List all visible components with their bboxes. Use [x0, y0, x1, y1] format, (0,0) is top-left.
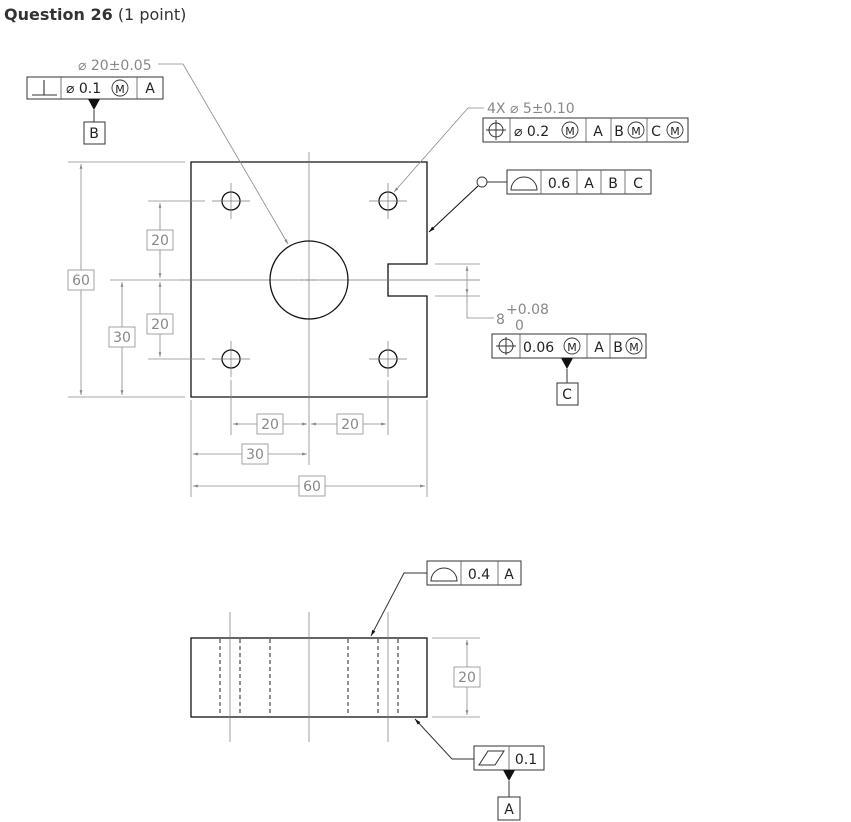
svg-text:M: M: [629, 341, 639, 354]
slot-width-upper-tol: +0.08: [506, 302, 549, 318]
perpendicularity-icon: [32, 80, 57, 96]
plate-outline: [190, 161, 428, 398]
dim-hole-right-20: 20: [341, 417, 359, 433]
profile-tolerance: 0.6: [548, 176, 570, 192]
profile-frame-top: 0.6 A B C: [428, 169, 652, 233]
center-hole: [269, 240, 349, 320]
top-view: 60 30 20 20 20 20 30 60: [26, 58, 689, 497]
question-title: Question 26 (1 point): [4, 5, 186, 24]
dim-center-height-30: 30: [113, 330, 131, 346]
slot-position-tolerance: 0.06: [523, 340, 554, 356]
hole-top-left: [212, 183, 250, 219]
datum-triangle-icon: [88, 99, 100, 110]
mmc-modifier-icon: [563, 337, 581, 355]
svg-text:M: M: [631, 125, 641, 138]
datum-triangle-icon: [503, 770, 515, 781]
question-number: Question 26: [4, 5, 113, 24]
dim-thickness-20: 20: [458, 670, 476, 686]
datum-label-c: C: [562, 387, 572, 403]
hole-position-datum-c: C: [651, 124, 661, 140]
profile-surface-icon: [510, 176, 538, 191]
mmc-modifier-icon: [111, 79, 129, 97]
side-view: 20 0.4 A 0.1 A: [190, 560, 545, 821]
mmc-modifier-icon: [625, 337, 643, 355]
hole-bottom-right: [369, 341, 407, 377]
slot-position-frame: 0.06 M A B M C: [491, 333, 647, 406]
slot-width-nominal: 8: [496, 312, 505, 328]
hole-pattern-callout: 4X ⌀ 5±0.10: [487, 101, 575, 117]
hole-position-datum-b: B: [614, 124, 624, 140]
hole-top-right: [369, 183, 407, 219]
dim-hole-lower-20: 20: [151, 317, 169, 333]
side-profile-tolerance: 0.4: [468, 567, 490, 583]
perpendicularity-tolerance: ⌀ 0.1: [66, 81, 101, 97]
hole-position-tolerance: ⌀ 0.2: [514, 124, 549, 140]
flatness-tolerance: 0.1: [515, 752, 537, 768]
svg-text:M: M: [567, 341, 577, 354]
mmc-modifier-icon: [666, 121, 684, 139]
datum-triangle-icon: [561, 358, 573, 369]
profile-datum-a: A: [584, 176, 594, 192]
profile-frame-side: 0.4 A: [370, 560, 522, 637]
dim-hole-upper-20: 20: [151, 233, 169, 249]
datum-label-b: B: [89, 126, 99, 142]
side-profile-datum-a: A: [504, 567, 514, 583]
flatness-frame: 0.1 A: [414, 718, 545, 821]
hole-bottom-left: [212, 341, 250, 377]
dim-center-width-30: 30: [246, 447, 264, 463]
position-icon: [496, 337, 516, 355]
mmc-modifier-icon: [561, 121, 579, 139]
all-around-icon: [476, 176, 488, 188]
hole-position-datum-a: A: [593, 124, 603, 140]
dim-width-60: 60: [303, 479, 321, 495]
hole-position-frame: ⌀ 0.2 M A B M C M: [482, 117, 689, 143]
slot-position-datum-b: B: [613, 340, 623, 356]
profile-datum-b: B: [608, 176, 618, 192]
question-points: (1 point): [117, 5, 187, 24]
mmc-modifier-icon: [627, 121, 645, 139]
flatness-icon: [478, 750, 505, 766]
dim-height-60: 60: [72, 273, 90, 289]
datum-label-a: A: [504, 802, 514, 818]
profile-surface-icon: [430, 567, 458, 582]
perpendicularity-frame: ⌀ 0.1 M A B: [26, 76, 164, 145]
dim-hole-left-20: 20: [261, 417, 279, 433]
center-hole-callout: ⌀ 20±0.05: [78, 58, 152, 74]
position-icon: [486, 120, 506, 140]
svg-text:M: M: [115, 83, 125, 96]
slot-position-datum-a: A: [594, 340, 604, 356]
svg-text:M: M: [565, 125, 575, 138]
slot-width-lower-tol: 0: [515, 318, 524, 334]
profile-datum-c: C: [633, 176, 643, 192]
svg-text:M: M: [670, 125, 680, 138]
perpendicularity-datum: A: [145, 81, 155, 97]
